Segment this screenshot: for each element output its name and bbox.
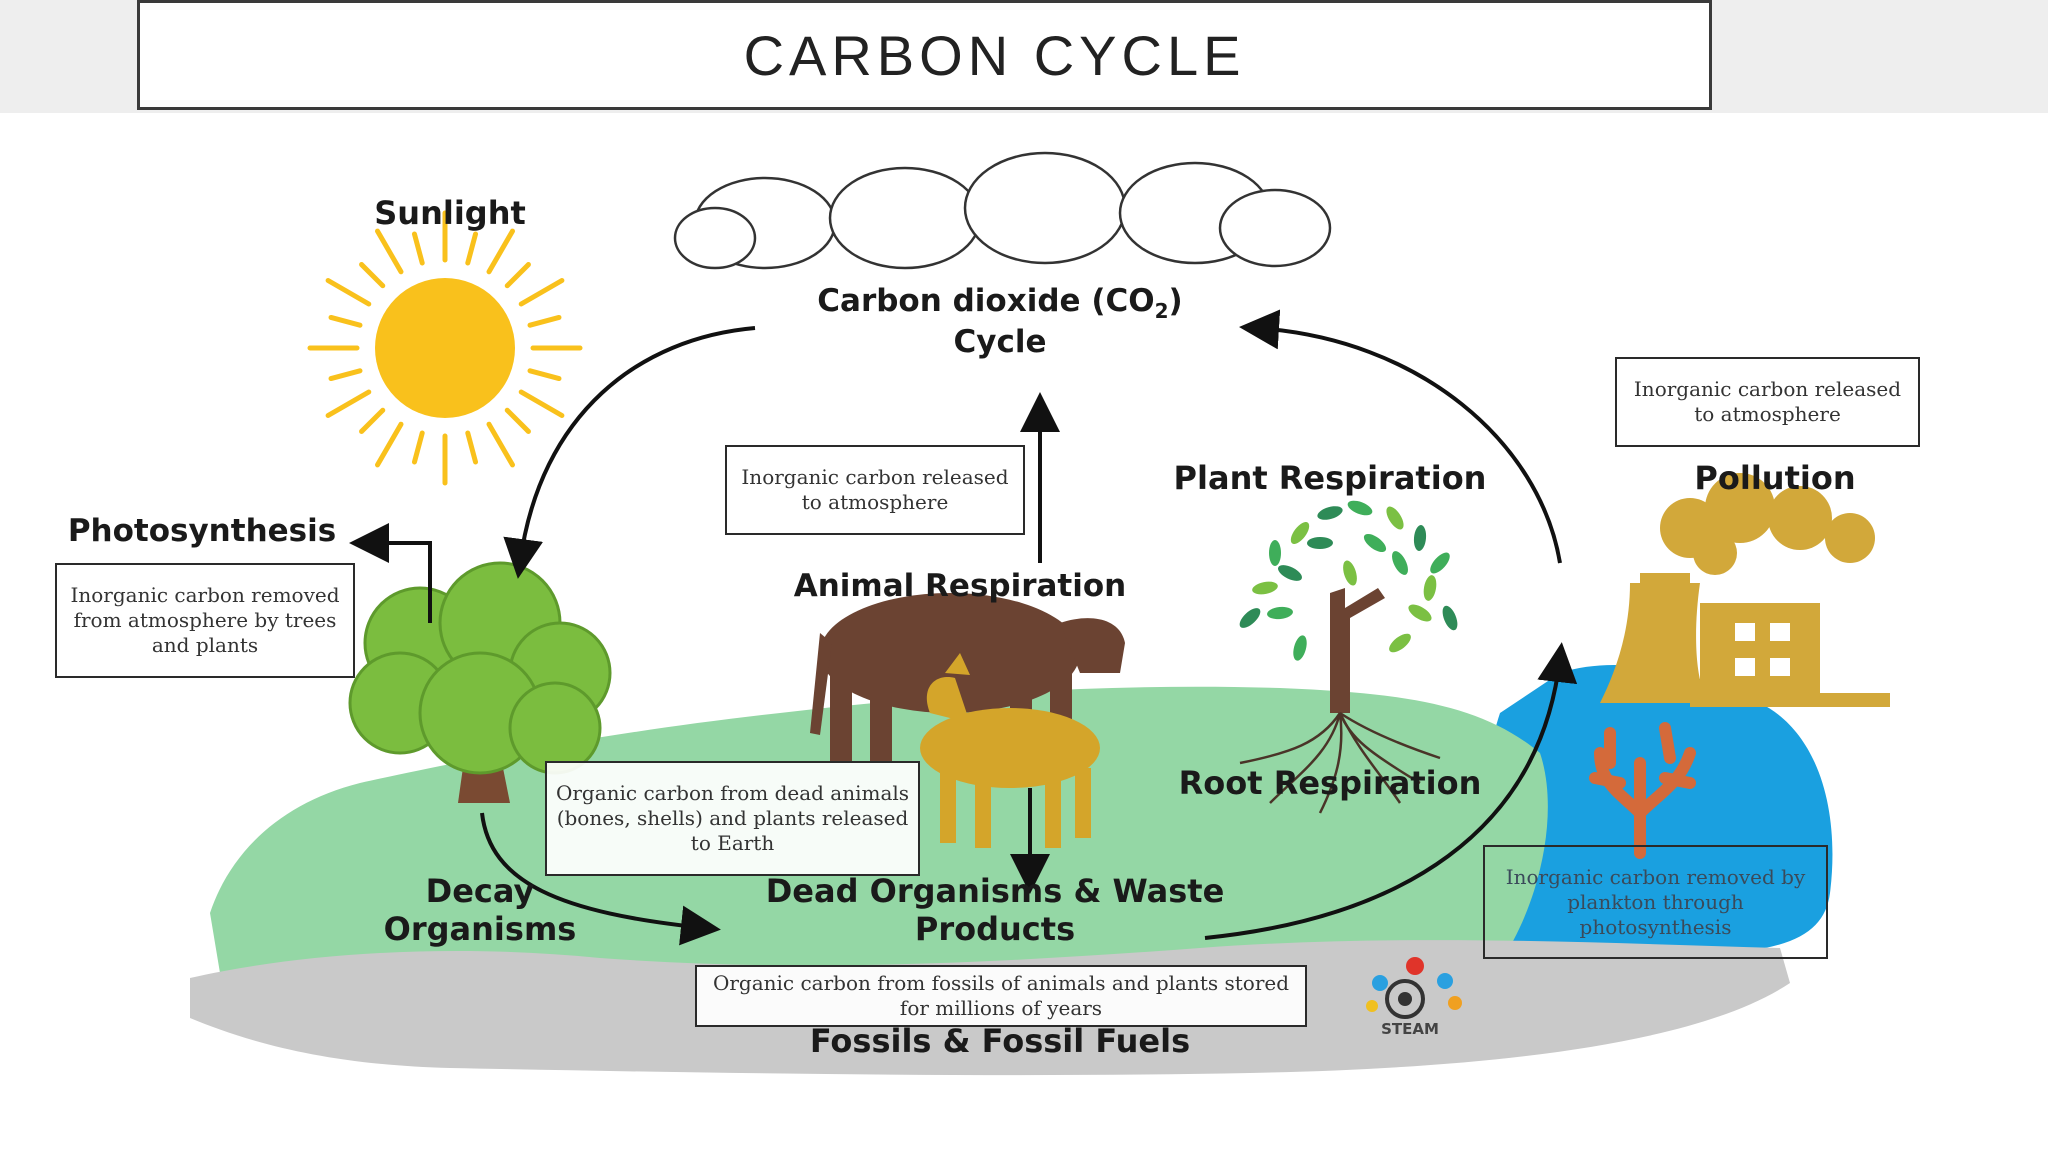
pollution-release-box: Inorganic carbon released to atmosphere <box>1615 357 1920 447</box>
leaf <box>1413 525 1427 551</box>
leaf <box>1363 533 1387 553</box>
leaf <box>1392 551 1408 575</box>
arrow-tree-to-photosynthesis <box>349 523 432 623</box>
sun-ray <box>375 421 404 468</box>
animal-respiration-label: Animal Respiration <box>793 568 1127 604</box>
arrow-decay-to-dead <box>480 812 721 946</box>
dead-release-box: Organic carbon from dead animals (bones,… <box>545 761 920 876</box>
page-title: CARBON CYCLE <box>743 23 1246 87</box>
goat-icon <box>920 653 1100 848</box>
leaf <box>1386 506 1404 530</box>
sun-ray <box>486 228 515 275</box>
sun-ray <box>325 278 372 307</box>
co2-subscript: 2 <box>1154 299 1169 324</box>
sun-ray <box>411 430 425 465</box>
leaf <box>1343 560 1357 586</box>
sun-ray <box>504 407 531 434</box>
cloud-icon <box>673 151 1332 270</box>
leaf <box>1269 540 1281 566</box>
arrow-co2-to-tree <box>503 326 756 579</box>
co2-cycle-label: Carbon dioxide (CO2) Cycle <box>780 283 1220 360</box>
steam-logo-text: STEAM <box>1381 1020 1439 1038</box>
diagram-artwork <box>190 151 1890 1076</box>
arrow-fossil-to-water <box>1204 642 1578 940</box>
fossil-store-box: Organic carbon from fossils of animals a… <box>695 965 1307 1027</box>
leaf <box>1408 604 1432 622</box>
co2-text: Carbon dioxide (CO <box>817 283 1155 319</box>
leaf <box>1293 635 1307 661</box>
fossils-label: Fossils & Fossil Fuels <box>809 1022 1191 1060</box>
cycle-text: Cycle <box>953 323 1047 360</box>
plant-respiration-label: Plant Respiration <box>1173 459 1487 497</box>
steam-logo-icon <box>1366 957 1462 1019</box>
leaf <box>1442 605 1458 631</box>
sun-ray <box>465 430 479 465</box>
sun-ray <box>325 389 372 418</box>
sun-ray <box>465 231 479 266</box>
leaf <box>1430 552 1450 574</box>
leaf <box>1252 581 1278 595</box>
sun-ray <box>504 262 531 289</box>
leaf <box>1307 536 1333 550</box>
arrow-pollution-to-co2 <box>1239 309 1562 564</box>
photosynthesis-box: Inorganic carbon removed from atmosphere… <box>55 563 355 678</box>
coral-icon <box>1589 722 1696 859</box>
co2-line: Carbon dioxide (CO2) <box>780 283 1220 324</box>
plant-icon <box>1239 500 1458 814</box>
sun-ray <box>359 262 386 289</box>
sun-ray <box>328 368 363 382</box>
leaf <box>1278 565 1302 581</box>
sun-icon <box>307 210 583 486</box>
leaf <box>1290 522 1310 544</box>
sun-ray <box>518 389 565 418</box>
sun-ray <box>359 407 386 434</box>
water-area <box>1476 664 1833 963</box>
sun-ray <box>527 314 562 328</box>
plankton-box: Inorganic carbon removed by plankton thr… <box>1483 845 1828 959</box>
animal-release-box: Inorganic carbon released to atmosphere <box>725 445 1025 535</box>
sun-ray <box>411 231 425 266</box>
sun-ray <box>375 228 404 275</box>
factory-icon <box>1600 473 1890 707</box>
decay-organisms-label: Decay Organisms <box>383 872 577 948</box>
cycle-arrows <box>349 309 1578 946</box>
leaf <box>1317 506 1343 520</box>
leaf <box>1347 500 1373 516</box>
leaf <box>1267 606 1293 620</box>
sun-ray <box>527 368 562 382</box>
dead-organisms-label: Dead Organisms & Waste Products <box>765 872 1225 948</box>
sun-ray <box>328 314 363 328</box>
sun-ray <box>486 421 515 468</box>
carbon-cycle-diagram: Sunlight Carbon dioxide (CO2) Cycle Phot… <box>0 113 2048 1152</box>
sun-ray <box>518 278 565 307</box>
sunlight-label: Sunlight <box>374 194 526 232</box>
leaf <box>1423 575 1437 601</box>
title-box: CARBON CYCLE <box>137 0 1712 110</box>
leaf <box>1389 633 1411 653</box>
root-respiration-label: Root Respiration <box>1178 764 1482 802</box>
co2-close: ) <box>1168 283 1183 319</box>
leaf <box>1239 608 1261 628</box>
tree-icon <box>348 561 612 803</box>
photosynthesis-label: Photosynthesis <box>67 513 337 549</box>
pollution-label: Pollution <box>1694 459 1856 497</box>
